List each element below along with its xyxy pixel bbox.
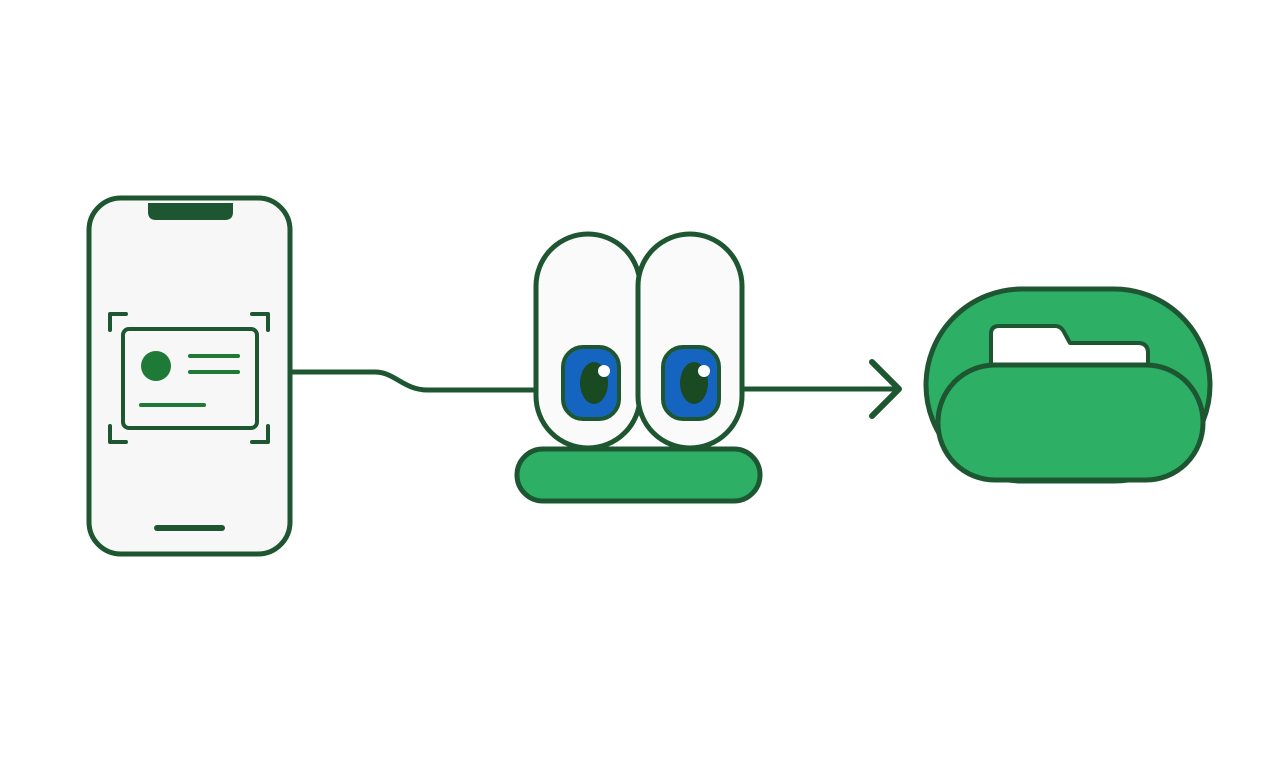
- arrow-head-icon: [869, 359, 902, 419]
- scan-corner-bottom-left: [108, 424, 128, 444]
- id-card-photo: [141, 351, 171, 381]
- phone-notch: [148, 203, 233, 220]
- phone-id-card-scan-icon: [86, 195, 293, 557]
- folder-pocket: [935, 362, 1206, 483]
- left-eye-highlight: [598, 365, 610, 377]
- scan-frame-corners: [108, 312, 270, 444]
- right-eye-highlight: [698, 365, 710, 377]
- scan-corner-top-left: [108, 312, 128, 332]
- scan-corner-top-right: [250, 312, 270, 332]
- mascot-base: [514, 446, 763, 504]
- folder-storage-icon: [923, 286, 1213, 484]
- eyes-mascot-icon: [514, 231, 763, 504]
- connector-arrow: [739, 359, 902, 419]
- id-card: [121, 327, 259, 430]
- connector-line: [289, 369, 543, 393]
- scan-corner-bottom-right: [250, 424, 270, 444]
